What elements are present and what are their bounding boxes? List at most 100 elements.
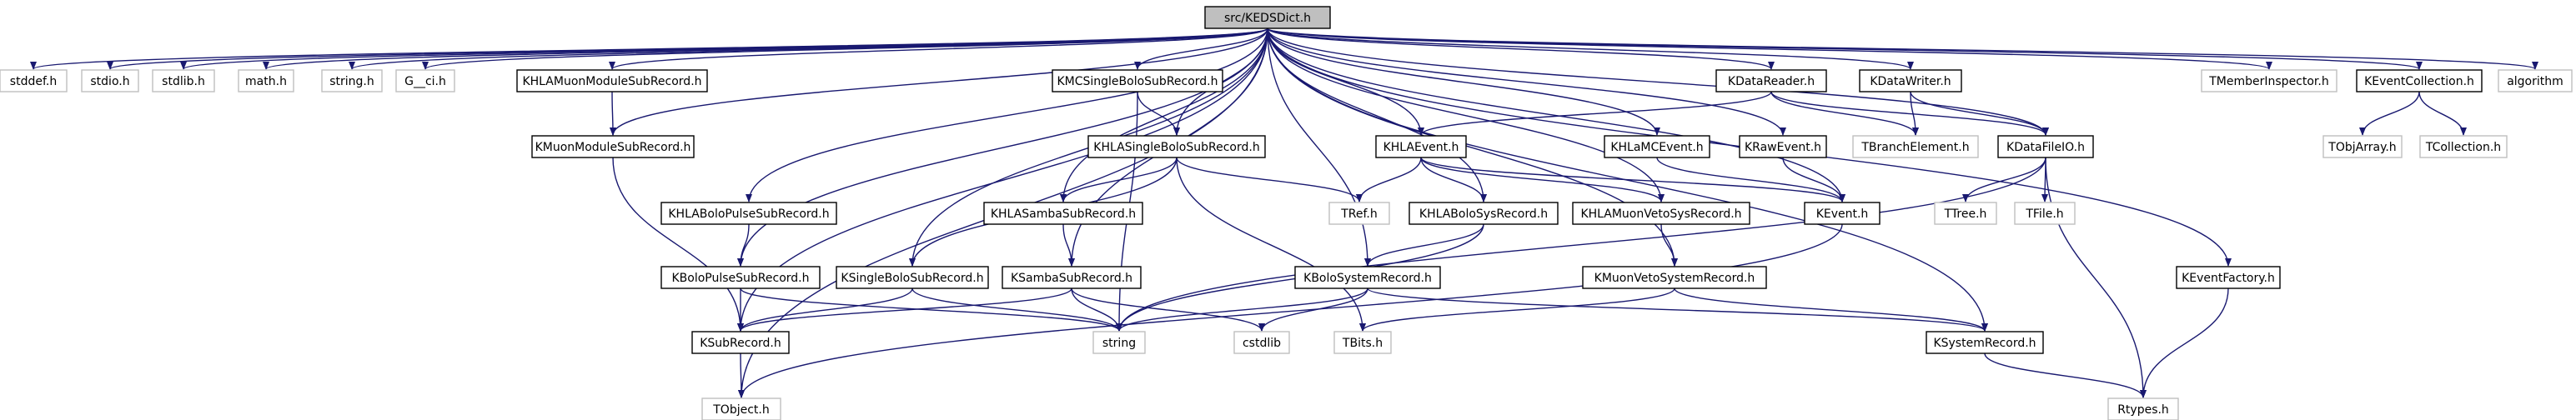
edge-khlasamba-to-ksamba [1062, 223, 1075, 267]
node-kevent[interactable]: KEvent.h [1804, 202, 1881, 225]
node-kmuonvetosystem-label: KMuonVetoSystemRecord.h [1594, 272, 1755, 285]
edge-root-to-khlabolosys [1267, 28, 1487, 202]
node-root[interactable]: src/KEDSDict.h [1204, 6, 1331, 29]
node-math: math.h [238, 69, 294, 92]
node-krawevent[interactable]: KRawEvent.h [1739, 135, 1827, 158]
node-cstdlib: cstdlib [1233, 331, 1290, 354]
node-kdatawriter-box [1859, 69, 1962, 92]
node-kmuonvetosystem[interactable]: KMuonVetoSystemRecord.h [1582, 266, 1767, 289]
node-kevent-box [1804, 202, 1881, 225]
edge-keventcollection-to-tcollection [2418, 91, 2467, 136]
node-khlamuonvetosys-label: KHLAMuonVetoSysRecord.h [1580, 208, 1741, 221]
node-ksamba[interactable]: KSambaSubRecord.h [1002, 266, 1142, 289]
node-tref: TRef.h [1328, 202, 1390, 225]
edge-kdatareader-to-tbranchelement [1770, 91, 1919, 136]
edge-kmuonmodule-to-ksubrecord [612, 157, 744, 332]
edge-keventfactory-to-rtypes [2140, 288, 2229, 398]
node-khlasamba[interactable]: KHLASambaSubRecord.h [983, 202, 1143, 225]
node-ksubrecord-label: KSubRecord.h [700, 337, 781, 350]
node-kbolosystem[interactable]: KBoloSystemRecord.h [1294, 266, 1441, 289]
node-tbranchelement-label: TBranchElement.h [1860, 141, 1969, 154]
node-khlaevent-box [1375, 135, 1467, 158]
node-ksubrecord[interactable]: KSubRecord.h [691, 331, 790, 354]
node-kdatawriter[interactable]: KDataWriter.h [1859, 69, 1962, 92]
node-ksubrecord-box [691, 331, 790, 354]
node-kdatafileio[interactable]: KDataFileIO.h [1997, 135, 2094, 158]
node-kdatareader-box [1715, 69, 1827, 92]
node-tfile-label: TFile.h [2025, 208, 2063, 221]
node-kbolopulse-label: KBoloPulseSubRecord.h [671, 272, 809, 285]
edge-kdatafileio-to-string [1116, 157, 2046, 332]
node-tfile: TFile.h [2014, 202, 2076, 225]
node-kmcsinglebolo-label: KMCSingleBoloSubRecord.h [1057, 75, 1218, 88]
node-tbranchelement: TBranchElement.h [1852, 135, 1979, 158]
node-khlabolopulse[interactable]: KHLABoloPulseSubRecord.h [660, 202, 837, 225]
node-tobjarray-box [2322, 135, 2403, 158]
node-ksystemrecord[interactable]: KSystemRecord.h [1926, 331, 2044, 354]
edge-khlaevent-to-kevent [1420, 157, 1845, 202]
edges [30, 28, 2538, 398]
edge-kdatafileio-to-rtypes [2045, 157, 2147, 398]
edge-kbolosystem-to-string [1116, 288, 1368, 332]
node-khlabolosys[interactable]: KHLABoloSysRecord.h [1409, 202, 1559, 225]
edge-kdatareader-to-kdatafileio [1770, 91, 2049, 136]
node-rtypes-box [2107, 398, 2179, 420]
node-math-box [238, 69, 294, 92]
edge-root-to-tmemberinspector [1267, 28, 2272, 70]
edge-kdatawriter-to-kdatafileio [1910, 91, 2049, 136]
node-string_h-box [321, 69, 383, 92]
node-ksinglebolo-label: KSingleBoloSubRecord.h [841, 272, 983, 285]
node-kdatafileio-box [1997, 135, 2094, 158]
node-khlaevent[interactable]: KHLAEvent.h [1375, 135, 1467, 158]
node-algorithm: algorithm [2498, 69, 2573, 92]
edge-root-to-khlabolopulse [746, 28, 1268, 202]
node-tref-label: TRef.h [1340, 208, 1378, 221]
node-kmcsinglebolo[interactable]: KMCSingleBoloSubRecord.h [1052, 69, 1223, 92]
node-tobject-box [701, 398, 781, 420]
node-keventfactory-box [2176, 266, 2281, 289]
node-khlasinglebolo[interactable]: KHLASingleBoloSubRecord.h [1087, 135, 1266, 158]
node-keventfactory-label: KEventFactory.h [2182, 272, 2275, 285]
node-tbits-label: TBits.h [1342, 337, 1383, 350]
node-algorithm-box [2498, 69, 2573, 92]
node-stdio-label: stdio.h [90, 75, 129, 88]
node-tobjarray-label: TObjArray.h [2327, 141, 2396, 154]
node-kmcsinglebolo-box [1052, 69, 1223, 92]
edge-ksamba-to-cstdlib [1071, 288, 1265, 332]
node-tmemberinspector-box [2201, 69, 2337, 92]
node-ksinglebolo[interactable]: KSingleBoloSubRecord.h [836, 266, 989, 289]
node-tfile-box [2014, 202, 2076, 225]
node-kbolopulse[interactable]: KBoloPulseSubRecord.h [660, 266, 821, 289]
node-kmuonmodule[interactable]: KMuonModuleSubRecord.h [531, 135, 695, 158]
node-keventcollection[interactable]: KEventCollection.h [2356, 69, 2483, 92]
node-kdatareader[interactable]: KDataReader.h [1715, 69, 1827, 92]
edge-root-to-khlaevent [1267, 28, 1424, 136]
node-math-label: math.h [245, 75, 287, 88]
edge-root-to-krawevent [1267, 28, 1786, 136]
edge-root-to-string_h [349, 28, 1268, 70]
edge-root-to-khlasamba [1060, 28, 1268, 202]
edge-kdatafileio-to-ttree [1962, 157, 2046, 202]
node-kdatareader-label: KDataReader.h [1728, 75, 1815, 88]
node-khlamuonmodule[interactable]: KHLAMuonModuleSubRecord.h [516, 69, 708, 92]
node-khlamuonvetosys[interactable]: KHLAMuonVetoSysRecord.h [1572, 202, 1750, 225]
node-kmuonvetosystem-box [1582, 266, 1767, 289]
node-tobject: TObject.h [701, 398, 781, 420]
node-krawevent-box [1739, 135, 1827, 158]
node-kmuonmodule-label: KMuonModuleSubRecord.h [535, 141, 691, 154]
edge-kevent-to-tobject [738, 223, 1843, 398]
edge-khlasinglebolo-to-tbits [1176, 157, 1366, 332]
edge-kmcsinglebolo-to-khlasinglebolo [1137, 91, 1180, 136]
edge-kdatareader-to-khlaevent [1418, 91, 1772, 136]
node-khlamcevent[interactable]: KHLaMCEvent.h [1604, 135, 1710, 158]
node-khlabolosys-label: KHLABoloSysRecord.h [1419, 208, 1548, 221]
node-gci-box [395, 69, 455, 92]
node-khlasinglebolo-label: KHLASingleBoloSubRecord.h [1093, 141, 1259, 154]
node-keventcollection-box [2356, 69, 2483, 92]
node-rtypes: Rtypes.h [2107, 398, 2179, 420]
node-keventfactory[interactable]: KEventFactory.h [2176, 266, 2281, 289]
node-stdio: stdio.h [81, 69, 139, 92]
node-stddef: stddef.h [0, 69, 68, 92]
node-tbits-box [1333, 331, 1392, 354]
